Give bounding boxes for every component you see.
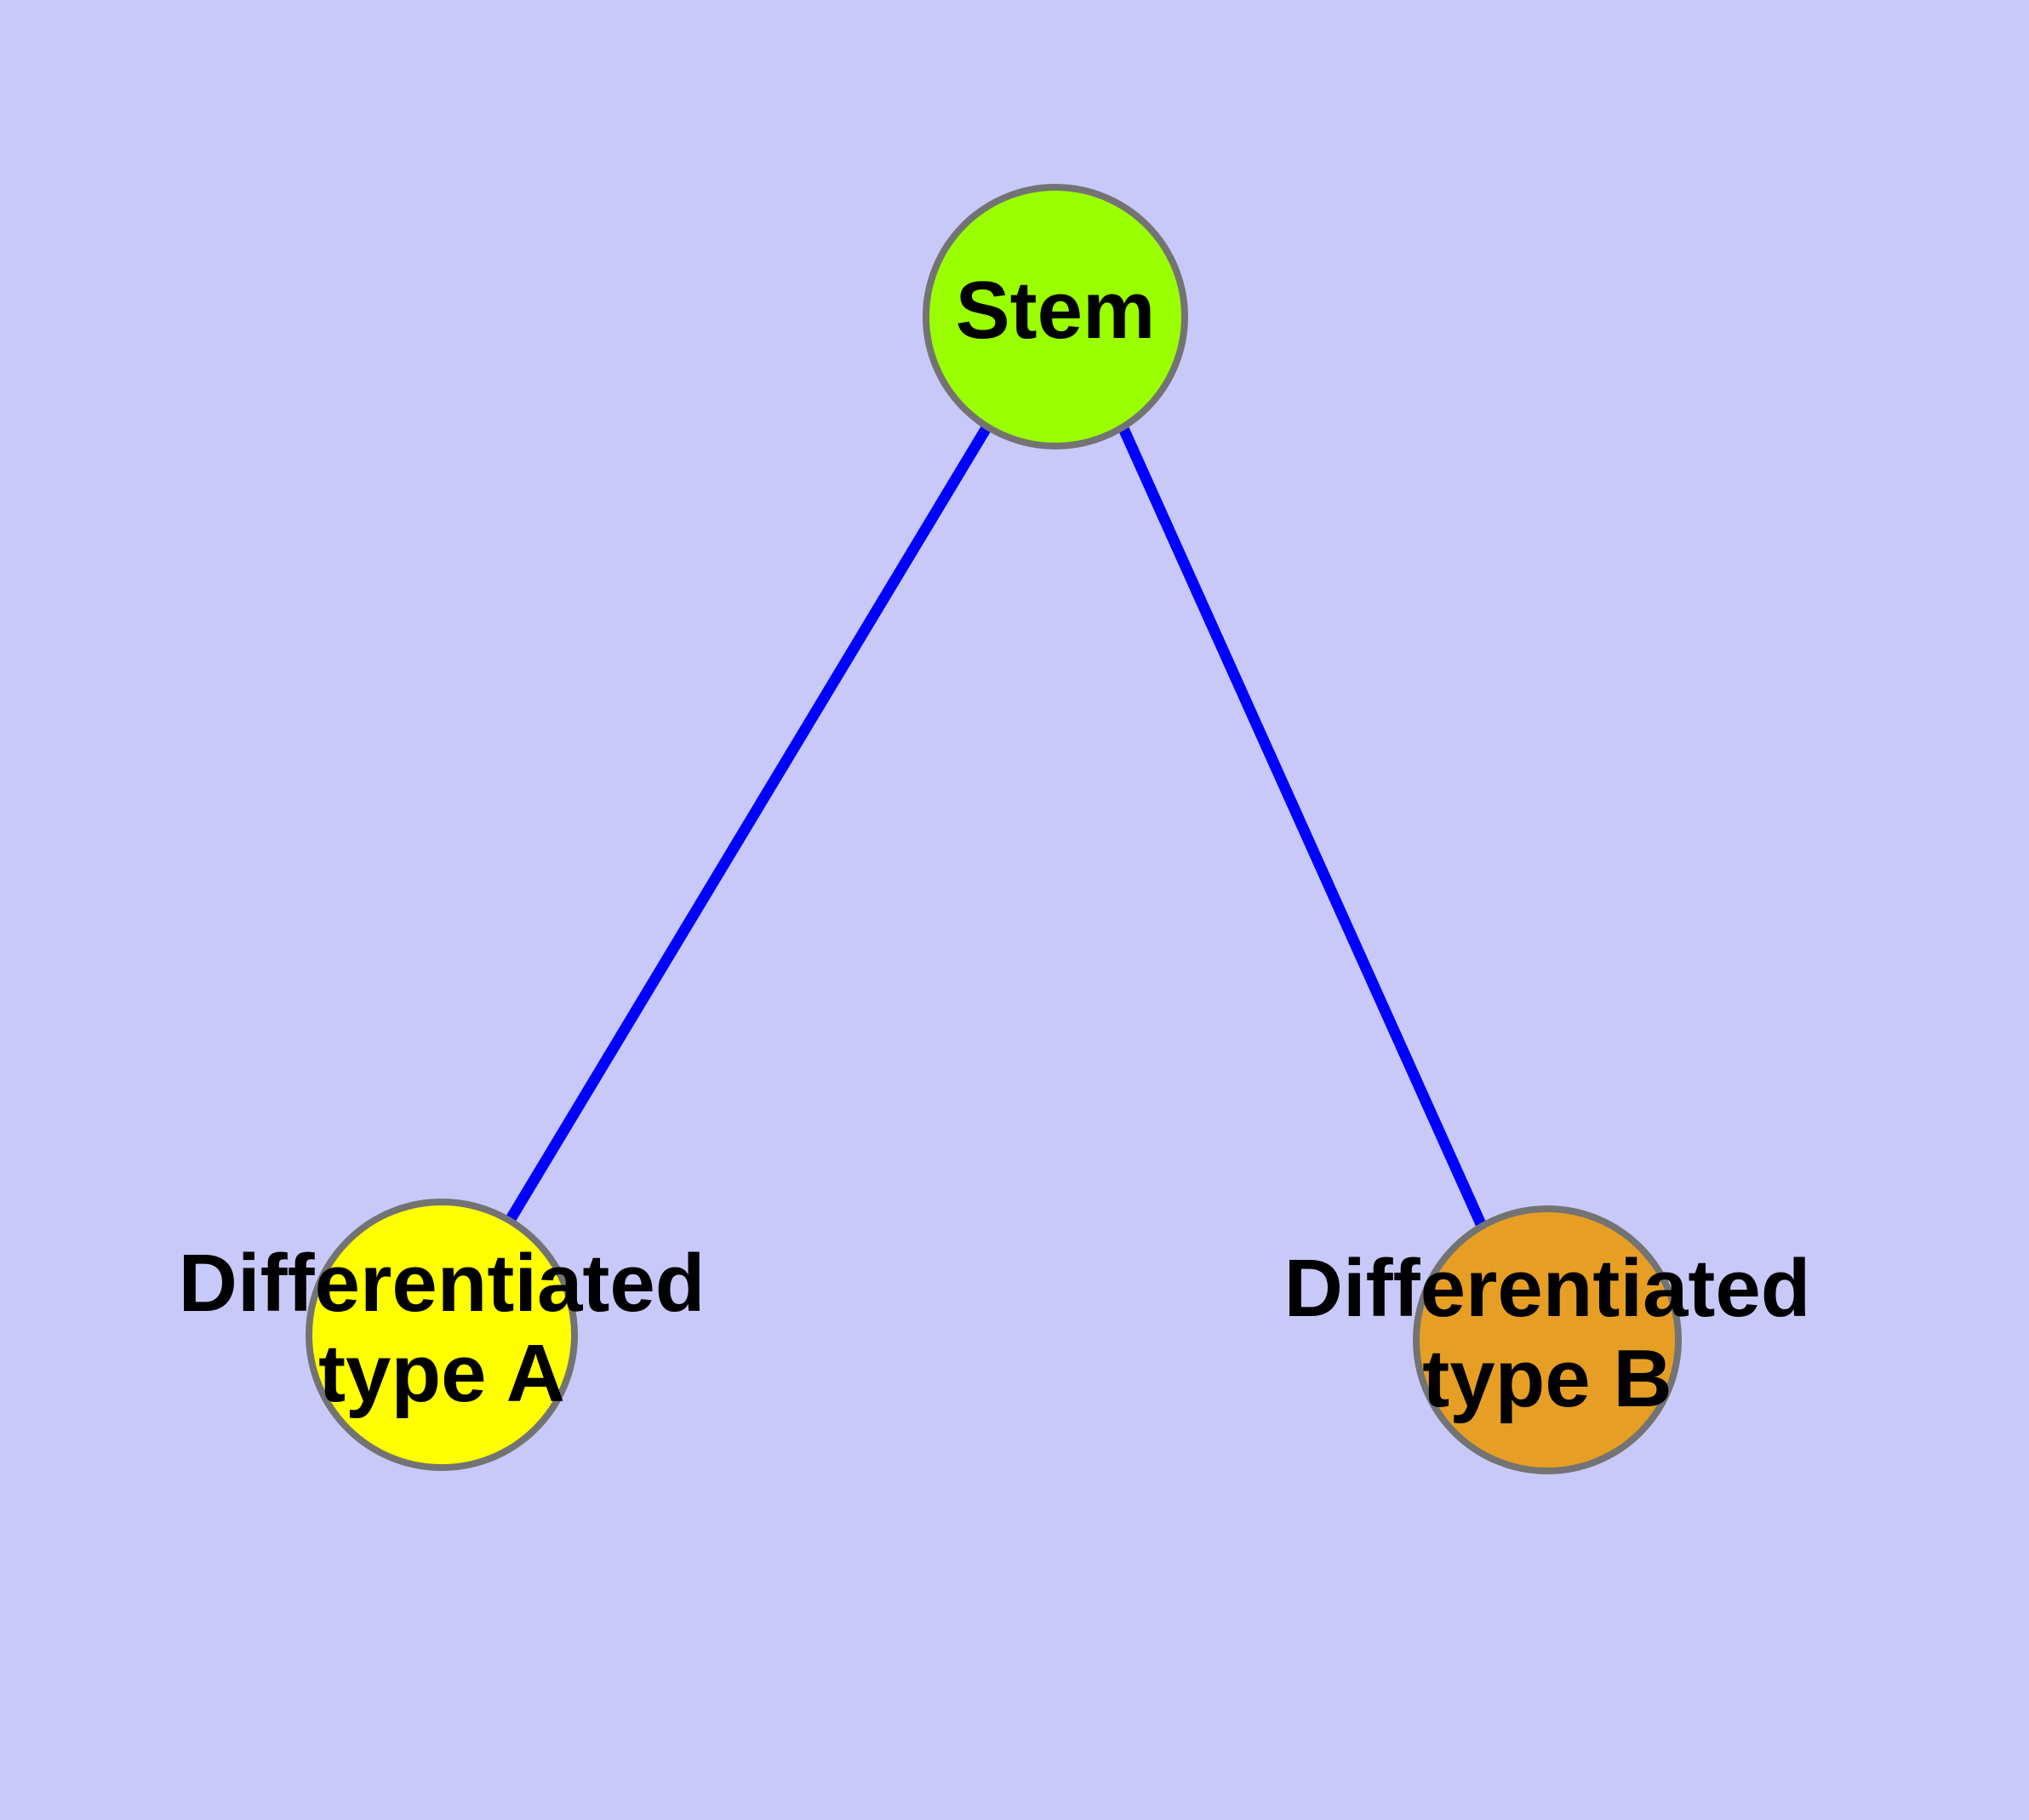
- edge-layer: [506, 423, 1486, 1227]
- node-circle-stem[interactable]: [923, 184, 1188, 449]
- node-stem[interactable]: [923, 184, 1188, 449]
- edge-stem-to-diff-a: [506, 423, 992, 1222]
- node-label-stem: Stem: [956, 265, 1156, 356]
- edge-stem-to-diff-b: [1117, 424, 1486, 1227]
- node-diff-b[interactable]: [1413, 1205, 1682, 1474]
- node-circle-diff-a[interactable]: [306, 1199, 578, 1471]
- node-label-line: Differentiated: [179, 1238, 706, 1329]
- node-label-line: type B: [1422, 1333, 1672, 1424]
- node-diff-a[interactable]: [306, 1199, 578, 1471]
- node-label-line: Differentiated: [1284, 1243, 1811, 1334]
- node-label-line: type A: [318, 1328, 565, 1419]
- node-circle-diff-b[interactable]: [1413, 1205, 1682, 1474]
- node-label-line: Stem: [956, 265, 1156, 356]
